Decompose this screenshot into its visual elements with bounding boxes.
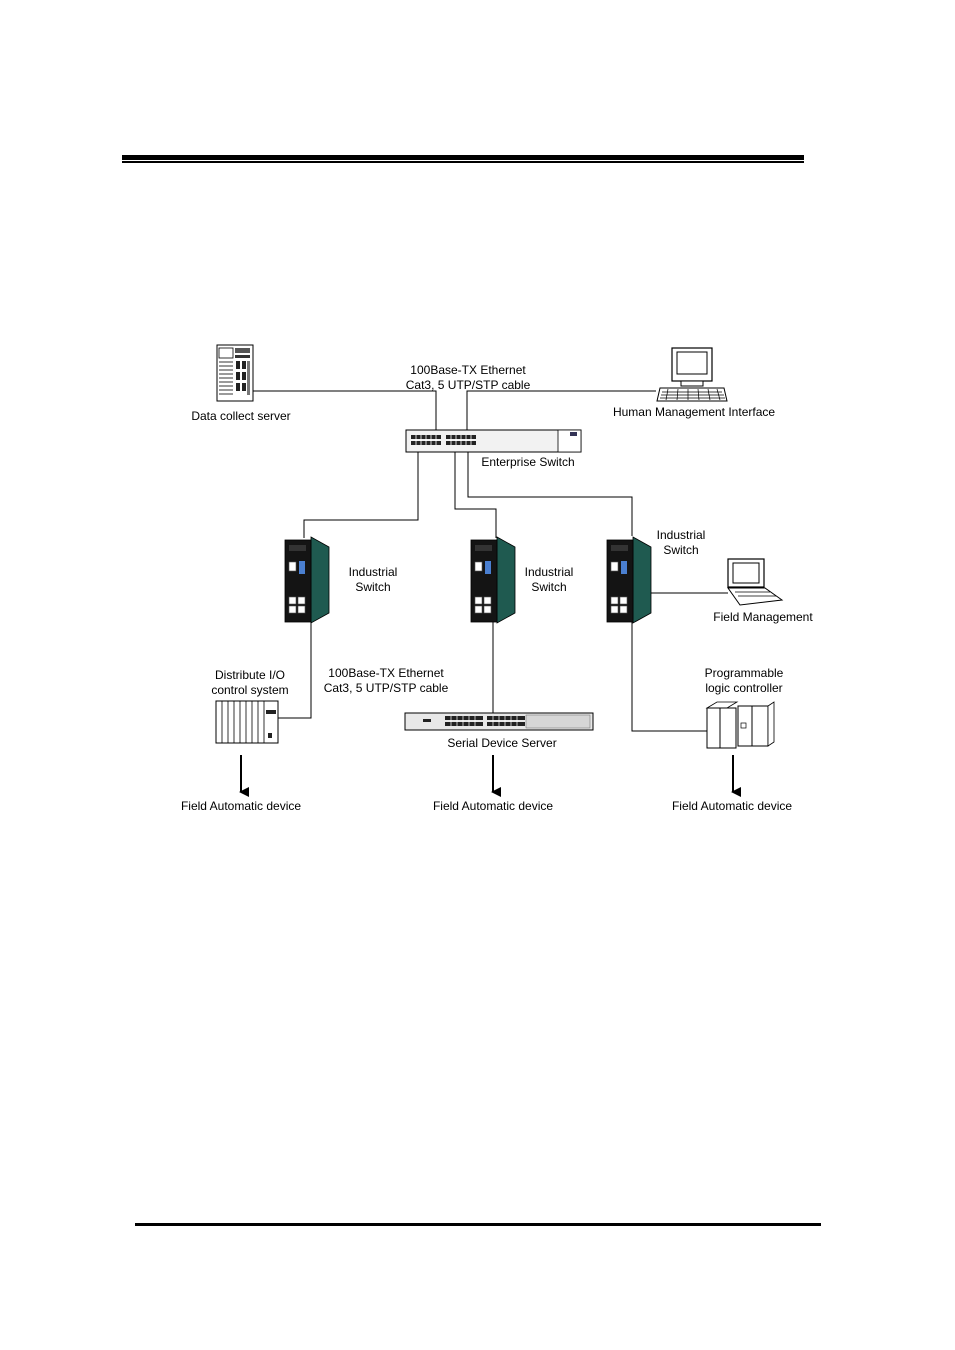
backbone-cable-label-line2: Cat3, 5 UTP/STP cable [406,378,531,392]
industrial-switch-left-label-line1: Industrial [349,565,398,579]
distribute-io-label-line1: Distribute I/O [215,668,285,682]
industrial-switch-left-label-line2: Switch [355,580,390,594]
industrial-switch-center-icon [470,536,516,624]
diagram-labels: 100Base-TX Ethernet Cat3, 5 UTP/STP cabl… [181,363,813,813]
enterprise-switch-label: Enterprise Switch [481,455,574,469]
programmable-label-line2: logic controller [705,681,782,695]
link-enterprise-to-industrial-center [454,452,497,538]
backbone-cable-label-line1: 100Base-TX Ethernet [410,363,526,377]
field-cable-label-line1: 100Base-TX Ethernet [328,666,444,680]
link-server-to-enterprise-switch [253,390,437,430]
laptop-icon [727,558,784,606]
field-device-left-label: Field Automatic device [181,799,301,813]
industrial-switch-center-label-line2: Switch [531,580,566,594]
link-industrial-left-to-distributed-io [278,622,312,719]
header-rule-thin [122,161,804,163]
header-rule-thick [122,155,804,160]
footer-rule [135,1223,821,1226]
field-device-center-label: Field Automatic device [433,799,553,813]
plc-icon [705,701,775,749]
link-enterprise-to-industrial-left [303,452,419,538]
field-cable-label-line2: Cat3, 5 UTP/STP cable [324,681,449,695]
server-icon [216,344,254,402]
data-collect-server-label: Data collect server [191,409,290,423]
programmable-label-line1: Programmable [705,666,784,680]
industrial-switch-center-label-line1: Industrial [525,565,574,579]
industrial-switch-left-icon [284,536,330,624]
serial-device-server-label: Serial Device Server [447,736,556,750]
connection-lines [253,390,728,732]
distribute-io-label-line2: control system [211,683,288,697]
serial-device-server-icon [404,712,594,731]
industrial-switch-right-label-line2: Switch [663,543,698,557]
industrial-switch-right-label-line1: Industrial [657,528,706,542]
field-arrows [239,755,741,797]
field-management-label: Field Management [713,610,813,624]
field-device-right-label: Field Automatic device [672,799,792,813]
industrial-switch-right-icon [606,536,652,624]
enterprise-switch-icon [405,429,582,453]
link-industrial-right-to-plc [631,622,707,732]
workstation-icon [656,347,728,402]
distributed-io-icon [215,700,279,744]
link-enterprise-to-industrial-right [467,452,633,536]
link-hmi-to-enterprise-switch [466,390,656,430]
human-management-interface-label: Human Management Interface [613,405,775,419]
